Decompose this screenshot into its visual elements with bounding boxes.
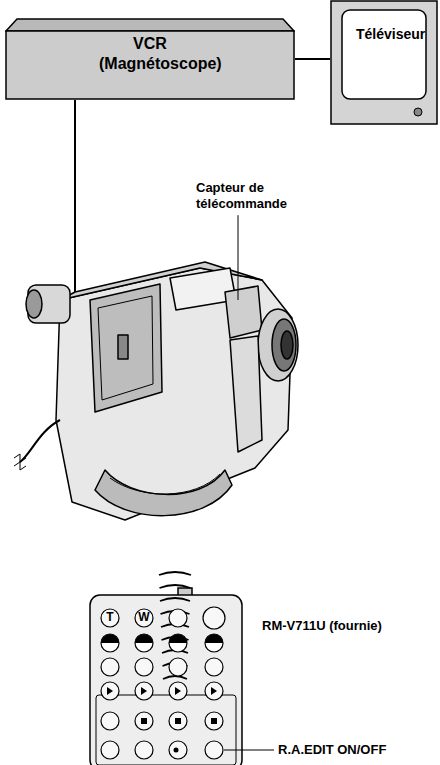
av-cable — [74, 100, 76, 292]
infrared-wave — [163, 676, 187, 679]
button-mark — [205, 634, 223, 643]
button-symbol — [141, 687, 147, 695]
infrared-wave — [160, 598, 190, 601]
remote-button — [135, 609, 153, 627]
camcorder — [118, 335, 128, 359]
remote-button — [135, 741, 153, 759]
leader-line — [262, 750, 274, 751]
button-symbol — [175, 718, 181, 724]
av-cable — [295, 58, 330, 60]
button-symbol — [211, 687, 217, 695]
camcorder — [20, 420, 60, 462]
remote-button — [169, 712, 187, 730]
button-symbol — [107, 687, 113, 695]
tv-cabinet — [331, 1, 437, 124]
button-letter: W — [134, 610, 154, 624]
remote-control — [96, 695, 236, 765]
button-letter: T — [100, 610, 120, 624]
button-label: R.A.EDIT ON/OFF — [278, 742, 428, 758]
remote-button — [135, 682, 153, 700]
remote-button — [205, 712, 223, 730]
model-label: RM-V711U (fournie) — [262, 618, 382, 634]
camcorder — [98, 296, 153, 400]
remote-button — [135, 634, 153, 652]
tv-knob — [414, 108, 422, 116]
remote-button — [205, 682, 223, 700]
tv-screen — [342, 10, 426, 99]
button-symbol — [175, 687, 181, 695]
remote-button — [101, 609, 119, 627]
button-symbol — [174, 748, 179, 753]
tv-box: Téléviseur — [330, 0, 438, 125]
camcorder — [258, 309, 298, 381]
remote-button — [169, 658, 187, 676]
remote-control — [90, 595, 242, 765]
remote-button — [205, 634, 223, 652]
remote-button — [169, 682, 187, 700]
camcorder — [95, 470, 232, 516]
remote-button — [203, 607, 225, 629]
camcorder — [14, 454, 26, 470]
button-mark — [135, 634, 153, 643]
button-mark — [169, 634, 187, 643]
remote-button — [101, 682, 119, 700]
leader-line — [238, 215, 239, 300]
infrared-wave — [159, 572, 191, 575]
infrared-wave — [160, 585, 191, 588]
remote-button — [135, 712, 153, 730]
node-label: Téléviseur — [342, 0, 426, 50]
button-mark — [101, 634, 119, 643]
remote-button — [169, 609, 187, 627]
button-symbol — [211, 718, 217, 724]
vcr-top — [6, 19, 294, 31]
remote-button — [169, 634, 187, 652]
vcr-box: VCR (Magnétoscope) — [5, 18, 295, 100]
remote-button — [205, 658, 223, 676]
remote-button — [205, 741, 223, 759]
remote-control — [90, 588, 242, 765]
camcorder — [56, 268, 292, 520]
camcorder — [14, 262, 298, 520]
remote-button — [169, 741, 187, 759]
camcorder — [272, 319, 296, 371]
tv-outline — [330, 0, 438, 125]
infrared-waves — [159, 572, 191, 679]
camcorder — [26, 290, 42, 318]
remote-button — [101, 741, 119, 759]
leader-line — [224, 750, 262, 751]
remote-button — [101, 712, 119, 730]
button-symbol — [141, 718, 147, 724]
camcorder — [90, 284, 162, 412]
camcorder — [230, 336, 262, 452]
camcorder — [225, 286, 262, 338]
node-label: VCR (Magnétoscope) — [85, 18, 215, 80]
remote-button — [101, 634, 119, 652]
remote-button — [101, 658, 119, 676]
camcorder — [110, 474, 220, 494]
remote-button — [135, 658, 153, 676]
camcorder — [281, 331, 293, 359]
part-label: Capteur de télécommande — [196, 180, 316, 211]
remote-buttons — [101, 607, 225, 759]
